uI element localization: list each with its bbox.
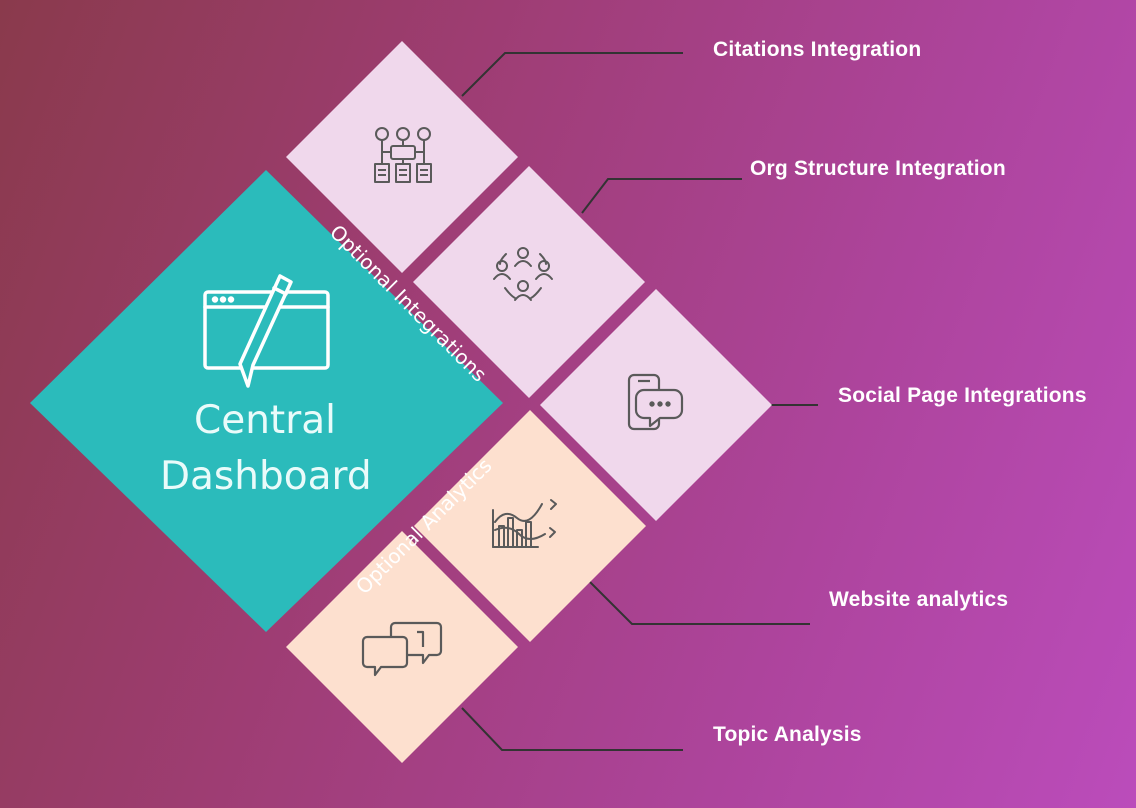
connector-citations — [461, 52, 683, 97]
central-title-line2: Dashboard — [160, 454, 372, 499]
connector-website — [589, 581, 810, 625]
tile-org-structure — [413, 166, 645, 398]
central-dashboard-tile — [30, 170, 503, 632]
tile-citations — [286, 41, 518, 273]
website-analytics-label: Website analytics — [829, 588, 1009, 611]
hierarchy-documents-icon — [374, 127, 432, 183]
phone-chat-icon — [627, 373, 684, 431]
team-network-icon — [493, 247, 553, 301]
citations-integration-label: Citations Integration — [713, 38, 922, 61]
browser-window-pen-icon — [203, 274, 330, 388]
chart-trend-icon — [492, 499, 557, 548]
central-dashboard-title: Central Dashboard — [160, 393, 372, 505]
connector-org-structure — [581, 178, 742, 214]
connector-topic — [461, 707, 683, 751]
topic-analysis-label: Topic Analysis — [713, 723, 862, 746]
social-page-integrations-label: Social Page Integrations — [838, 384, 1087, 407]
org-structure-integration-label: Org Structure Integration — [750, 157, 1006, 180]
central-title-line1: Central — [193, 398, 336, 443]
speech-bubbles-icon — [361, 621, 443, 677]
